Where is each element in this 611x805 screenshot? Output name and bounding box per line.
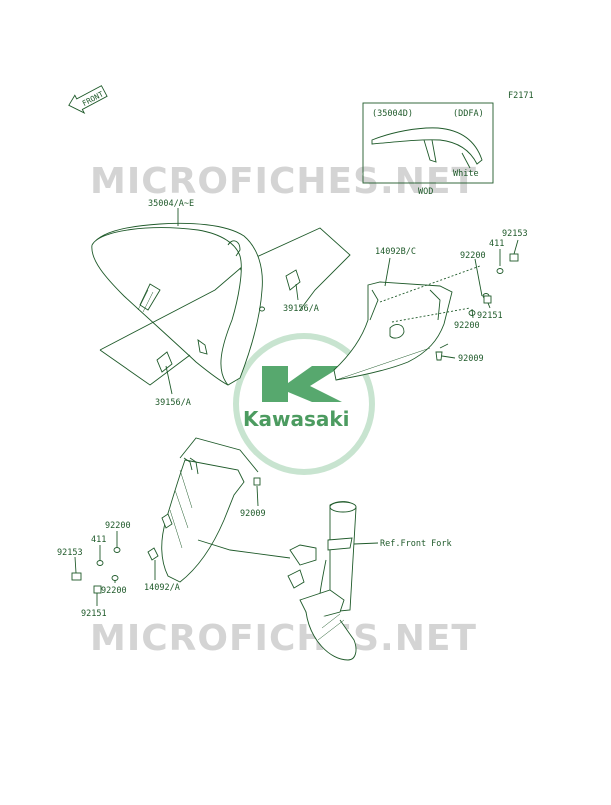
label-411-r: 411 [489,239,504,249]
label-92153-r: 92153 [502,229,528,239]
label-92153-l: 92153 [57,548,83,558]
front-fork [287,501,357,661]
label-ref-front-fork: Ref.Front Fork [380,539,452,549]
leader-lines [74,208,519,606]
front-arrow-icon: FRONT [68,85,108,114]
kawasaki-logo: Kawasaki [233,333,375,475]
watermark-top: MICROFICHES.NET [90,161,477,202]
label-92200-l1: 92200 [105,521,131,531]
right-cover [333,281,453,381]
inset-part-code: (35004D) [372,109,413,119]
label-35004: 35004/A~E [148,199,194,209]
color-inset: (35004D) (DDFA) White WOD [362,102,494,197]
inset-footer: WOD [418,187,433,197]
diagram-code: F2171 [508,91,534,101]
label-39156-lower: 39156/A [155,398,191,408]
label-411-l: 411 [91,535,106,545]
label-92200-r2: 92200 [454,321,480,331]
label-92200-l2: 92200 [101,586,127,596]
label-14092a: 14092/A [144,583,180,593]
label-92151-l: 92151 [81,609,107,619]
label-39156-upper: 39156/A [283,304,319,314]
watermark-bottom: MICROFICHES.NET [90,618,477,659]
logo-text: Kawasaki [243,407,350,431]
label-92009-r: 92009 [458,354,484,364]
label-92151-r: 92151 [477,311,503,321]
left-fasteners [71,547,121,594]
fender-assembly [91,222,351,386]
inset-color-name: White [453,169,479,179]
inset-color-code: (DDFA) [453,109,484,119]
label-14092bc: 14092B/C [375,247,416,257]
label-92009-c: 92009 [240,509,266,519]
label-92200-r1: 92200 [460,251,486,261]
right-fasteners [379,253,519,361]
lower-cover [147,437,291,583]
